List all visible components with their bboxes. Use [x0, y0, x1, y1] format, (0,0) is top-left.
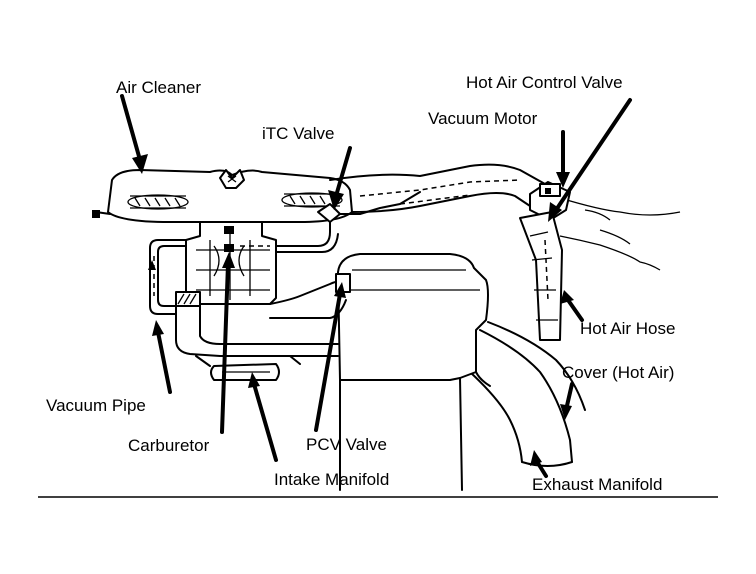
engine-block [337, 253, 491, 491]
hot-air-control-valve-arrow [554, 98, 632, 212]
cover-hot-air-label: Cover (Hot Air) [562, 363, 675, 382]
air-cleaner-arrow [120, 94, 142, 162]
vacuum-pipe-label: Vacuum Pipe [46, 396, 146, 415]
air-cleaner-housing [92, 169, 353, 223]
itc-valve-label: iTC Valve [262, 124, 335, 143]
carburetor-label: Carburetor [128, 436, 210, 455]
hot-air-hose-arrow [566, 298, 584, 322]
intake-manifold-body [175, 305, 339, 381]
leader-arrows [120, 94, 632, 478]
vacuum-motor-label: Vacuum Motor [428, 109, 538, 128]
air-duct [329, 163, 681, 271]
intake-manifold-label: Intake Manifold [274, 470, 390, 489]
exhaust-manifold-body [469, 321, 586, 467]
hot-air-hose-label: Hot Air Hose [580, 319, 676, 338]
pcv-valve-arrow [314, 292, 342, 432]
air-cleaner-label: Air Cleaner [116, 78, 202, 97]
vacuum-pipe-body [148, 239, 187, 315]
hot-air-hose-body [519, 211, 563, 341]
carburetor-arrow [220, 262, 230, 434]
intake-manifold-arrow [252, 382, 278, 462]
hot-air-control-valve-label: Hot Air Control Valve [466, 73, 623, 92]
pcv-valve-label: PCV Valve [306, 435, 387, 454]
itc-valve-arrow [334, 146, 352, 198]
vacuum-pipe-arrow [156, 330, 172, 394]
exhaust-manifold-label: Exhaust Manifold [532, 475, 663, 494]
